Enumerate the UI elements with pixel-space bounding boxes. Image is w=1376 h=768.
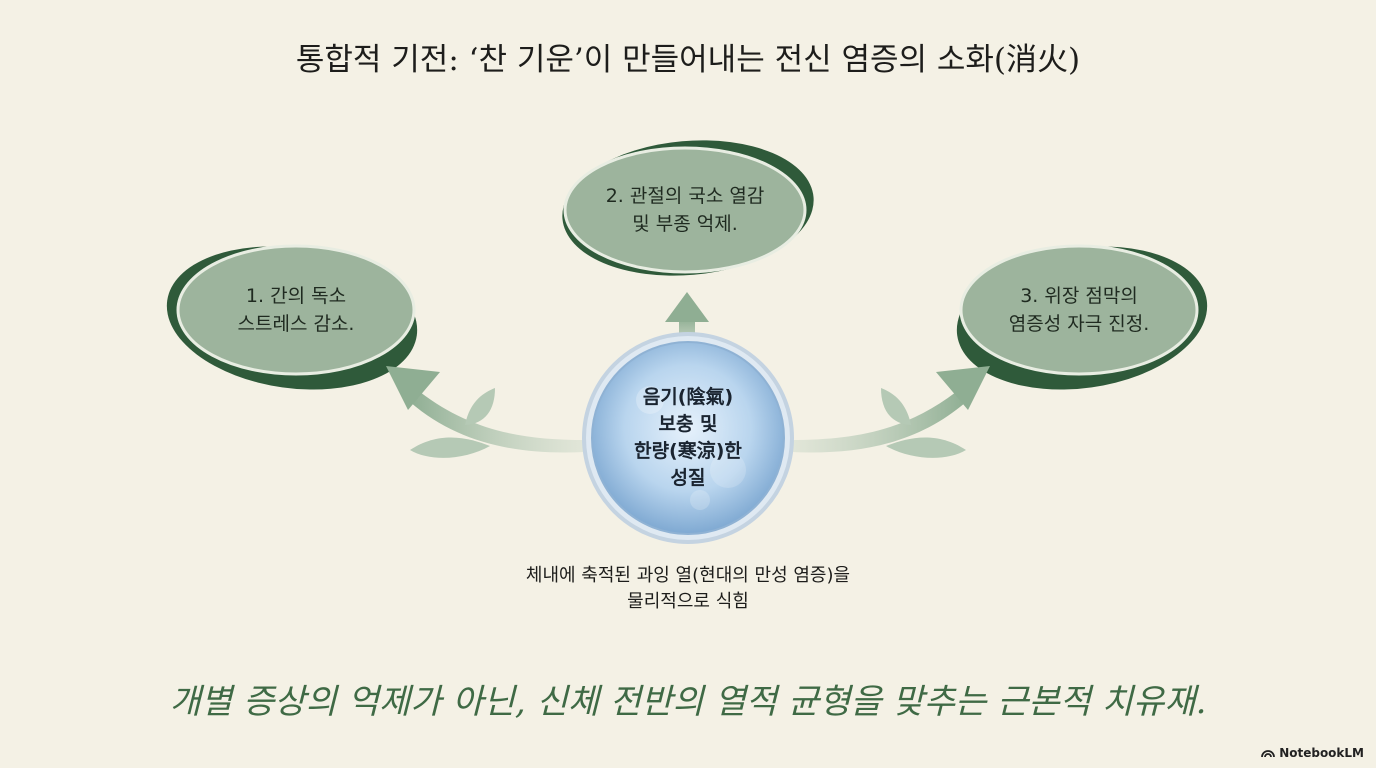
arrow-left — [386, 366, 585, 458]
center-line1: 음기(陰氣) — [642, 386, 734, 408]
arrow-right — [791, 366, 990, 458]
node-stomach-line2: 염증성 자극 진정. — [1008, 313, 1150, 335]
node-stomach-label: 3. 위장 점막의 염증성 자극 진정. — [969, 282, 1189, 338]
center-line2: 보충 및 — [658, 413, 718, 435]
page-title: 통합적 기전: ‘찬 기운’이 만들어내는 전신 염증의 소화(消火) — [295, 42, 1081, 78]
caption-line2: 물리적으로 식힘 — [627, 591, 749, 612]
node-joint-line1: 2. 관절의 국소 열감 — [605, 185, 765, 207]
node-stomach — [956, 244, 1208, 390]
caption-line1: 체내에 축적된 과잉 열(현대의 만성 염증)을 — [525, 565, 851, 586]
node-liver-label: 1. 간의 독소 스트레스 감소. — [196, 282, 396, 338]
tagline: 개별 증상의 억제가 아닌, 신체 전반의 열적 균형을 맞추는 근본적 치유재… — [169, 682, 1207, 722]
node-liver-line1: 1. 간의 독소 — [245, 285, 347, 307]
caption: 체내에 축적된 과잉 열(현대의 만성 염증)을 물리적으로 식힘 — [388, 563, 988, 615]
notebooklm-logo-icon — [1261, 750, 1276, 758]
node-joint — [562, 140, 814, 276]
brand-label: NotebookLM — [1279, 746, 1364, 760]
center-line3: 한량(寒涼)한 — [634, 440, 742, 462]
notebooklm-brand: NotebookLM — [1261, 746, 1364, 760]
node-joint-line2: 및 부종 억제. — [632, 213, 738, 235]
node-joint-label: 2. 관절의 국소 열감 및 부종 억제. — [575, 182, 795, 238]
node-liver-line2: 스트레스 감소. — [237, 313, 355, 335]
node-stomach-line1: 3. 위장 점막의 — [1020, 285, 1138, 307]
center-label: 음기(陰氣) 보충 및 한량(寒涼)한 성질 — [608, 384, 768, 492]
center-circle — [582, 332, 794, 544]
center-line4: 성질 — [670, 467, 706, 489]
node-liver — [166, 244, 418, 390]
